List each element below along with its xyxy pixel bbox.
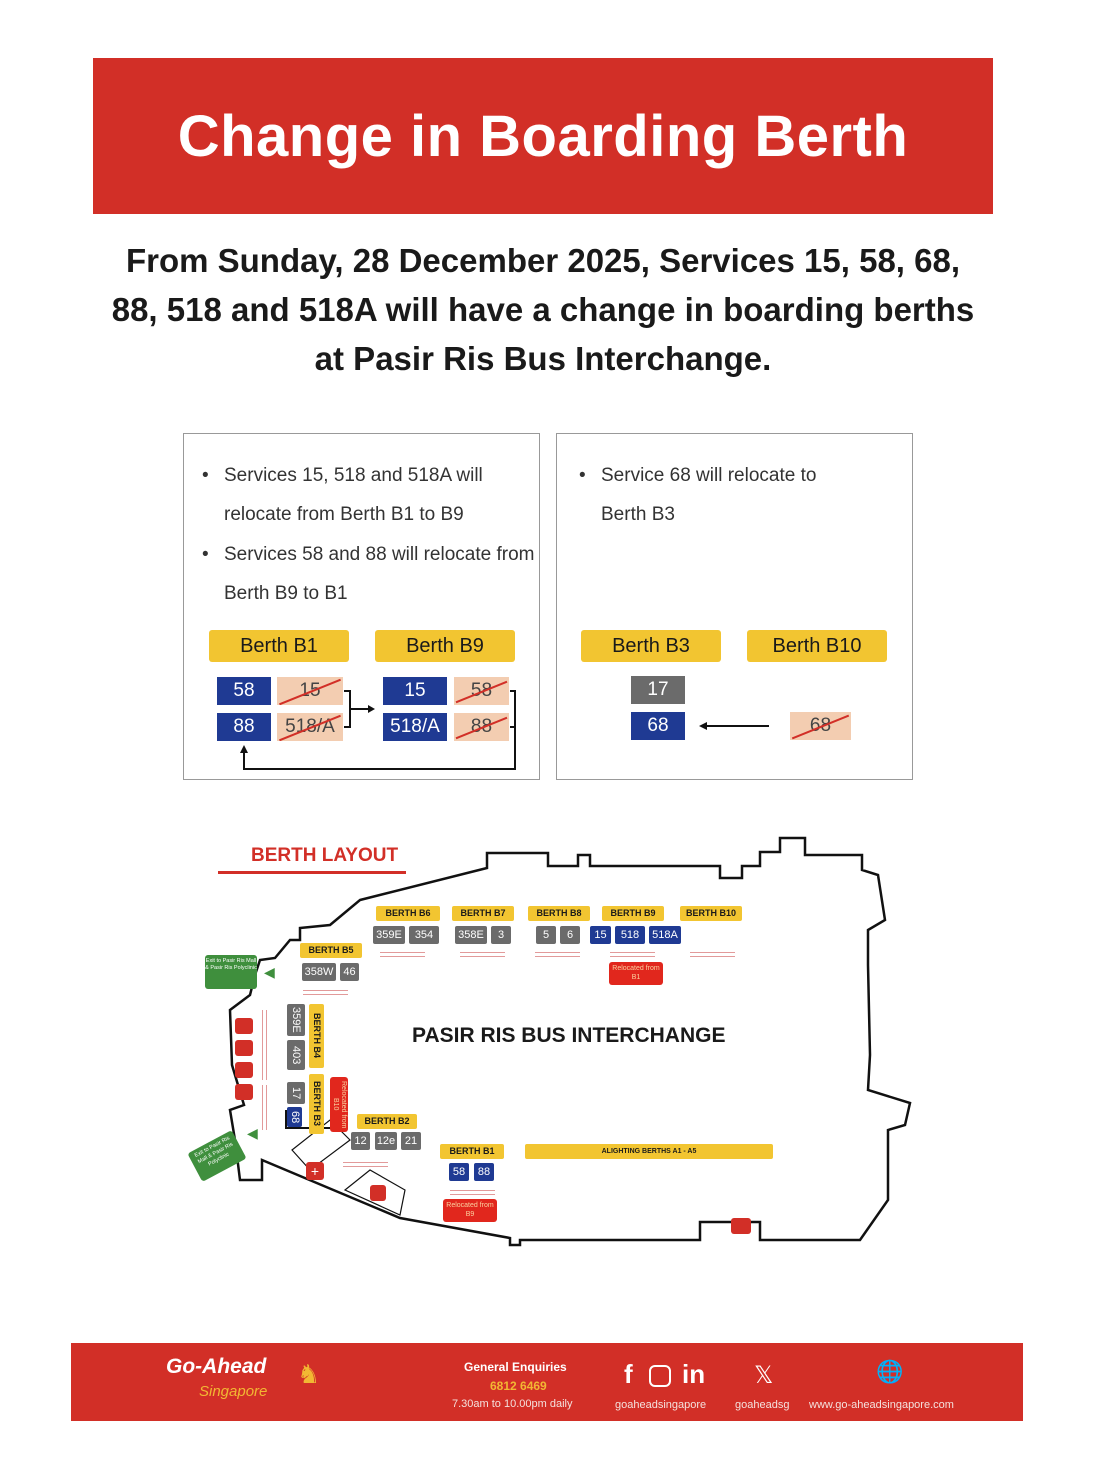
relocated-note: Relocated from B9	[443, 1199, 497, 1222]
brand-logo-sub: Singapore	[199, 1383, 268, 1400]
service-chip: 518	[615, 926, 645, 944]
service-chip: 12e	[375, 1132, 397, 1150]
instagram-icon[interactable]	[649, 1365, 671, 1387]
berth-b8-label: BERTH B8	[528, 906, 590, 921]
service-chip: 3	[491, 926, 511, 944]
social-handle[interactable]: goaheadsingapore	[615, 1399, 707, 1411]
removed-service-chip: 58	[454, 677, 509, 705]
service-chip: 403	[287, 1040, 305, 1070]
bay-marking	[303, 990, 348, 995]
globe-icon[interactable]: 🌐	[876, 1359, 904, 1384]
removed-service-chip: 15	[277, 677, 343, 705]
interchange-name: PASIR RIS BUS INTERCHANGE	[412, 1024, 726, 1047]
service-chip: 6	[560, 926, 580, 944]
hours: 7.30am to 10.00pm daily	[452, 1398, 573, 1410]
service-chip: 358E	[455, 926, 487, 944]
arrow-left-icon: ◀	[264, 964, 275, 980]
bullet: Service 68 will relocate to Berth B3	[579, 456, 849, 534]
alighting-berths: ALIGHTING BERTHS A1 - A5	[525, 1144, 773, 1159]
service-chip: 518/A	[383, 713, 447, 741]
intro-text: From Sunday, 28 December 2025, Services …	[111, 242, 975, 377]
service-chip: 12	[351, 1132, 370, 1150]
bay-marking	[380, 952, 425, 957]
bay-marking	[535, 952, 580, 957]
service-chip: 21	[401, 1132, 421, 1150]
berth-b9-label: BERTH B9	[602, 906, 664, 921]
service-chip: 58	[217, 677, 271, 705]
berth-b7-label: BERTH B7	[452, 906, 514, 921]
service-chip: 358W	[302, 963, 336, 981]
berth-b3-label: Berth B3	[581, 630, 721, 662]
bay-marking	[450, 1190, 495, 1195]
removed-service-chip: 68	[790, 712, 851, 740]
title-banner: Change in Boarding Berth	[93, 58, 993, 214]
relocated-note: Relocated from B10	[330, 1077, 348, 1132]
service-chip: 359E	[287, 1004, 305, 1036]
bay-marking	[262, 1010, 267, 1080]
relocation-arrows	[240, 690, 516, 770]
service-chip: 17	[287, 1082, 305, 1104]
berth-b10-label: Berth B10	[747, 630, 887, 662]
facility-icons	[235, 1018, 253, 1100]
service-chip: 46	[340, 963, 359, 981]
berth-b10-label: BERTH B10	[680, 906, 742, 921]
bay-marking	[690, 952, 735, 957]
berth-b9-label: Berth B9	[375, 630, 515, 662]
facebook-icon[interactable]: f	[624, 1359, 633, 1389]
service-chip: 359E	[373, 926, 405, 944]
arrow-left-icon: ◀	[247, 1125, 258, 1141]
bay-marking	[343, 1162, 388, 1167]
bay-marking	[610, 952, 655, 957]
removed-service-chip: 88	[454, 713, 509, 741]
service-chip: 68	[631, 712, 685, 740]
service-chip: 88	[474, 1163, 494, 1181]
interchange-floorplan	[228, 836, 912, 1247]
berth-b3-label: BERTH B3	[309, 1074, 324, 1134]
enquiries-label: General Enquiries	[464, 1360, 567, 1374]
removed-service-chip: 518/A	[277, 713, 343, 741]
relocated-note: Relocated from B1	[609, 962, 663, 985]
bullet: Services 58 and 88 will relocate from Be…	[202, 535, 536, 613]
service-chip: 5	[536, 926, 556, 944]
service-chip: 15	[590, 926, 611, 944]
berth-b5-label: BERTH B5	[300, 943, 362, 958]
service-chip: 68	[287, 1107, 302, 1127]
x-handle[interactable]: goaheadsg	[735, 1399, 790, 1411]
service-chip: 518A	[649, 926, 681, 944]
footer: Go-Ahead Singapore ♞ General Enquiries 6…	[71, 1343, 1023, 1421]
berth-b1-label: Berth B1	[209, 630, 349, 662]
berth-b2-label: BERTH B2	[357, 1114, 417, 1129]
first-aid-icon: +	[306, 1162, 324, 1180]
berth-layout-heading: BERTH LAYOUT	[251, 845, 399, 866]
linkedin-icon[interactable]: in	[682, 1359, 706, 1389]
toilet-icon	[731, 1218, 751, 1234]
brand-logo: Go-Ahead	[166, 1355, 267, 1378]
berth-b4-label: BERTH B4	[309, 1004, 324, 1068]
berth-b6-label: BERTH B6	[376, 906, 440, 921]
website-link[interactable]: www.go-aheadsingapore.com	[809, 1399, 954, 1411]
arrow-icon	[699, 722, 769, 730]
exit-sign: Exit to Pasir Ris Mall & Pasir Ris Polyc…	[205, 955, 257, 989]
service-chip: 15	[383, 677, 447, 705]
service-chip: 354	[409, 926, 439, 944]
service-chip: 17	[631, 676, 685, 704]
service-chip: 88	[217, 713, 271, 741]
bay-marking	[262, 1085, 267, 1130]
heading-underline	[218, 871, 406, 874]
page-title: Change in Boarding Berth	[177, 103, 909, 169]
x-icon[interactable]: 𝕏	[754, 1362, 774, 1389]
phone-number: 6812 6469	[490, 1379, 547, 1393]
toilet-icon	[370, 1185, 386, 1201]
berth-b1-label: BERTH B1	[440, 1144, 504, 1159]
bay-marking	[460, 952, 505, 957]
panel-b1-b9: Services 15, 518 and 518A will relocate …	[183, 433, 540, 780]
lion-icon: ♞	[297, 1359, 321, 1389]
service-chip: 58	[449, 1163, 469, 1181]
bullet: Services 15, 518 and 518A will relocate …	[202, 456, 536, 534]
panel-b3-b10: Service 68 will relocate to Berth B3 Ber…	[556, 433, 913, 780]
